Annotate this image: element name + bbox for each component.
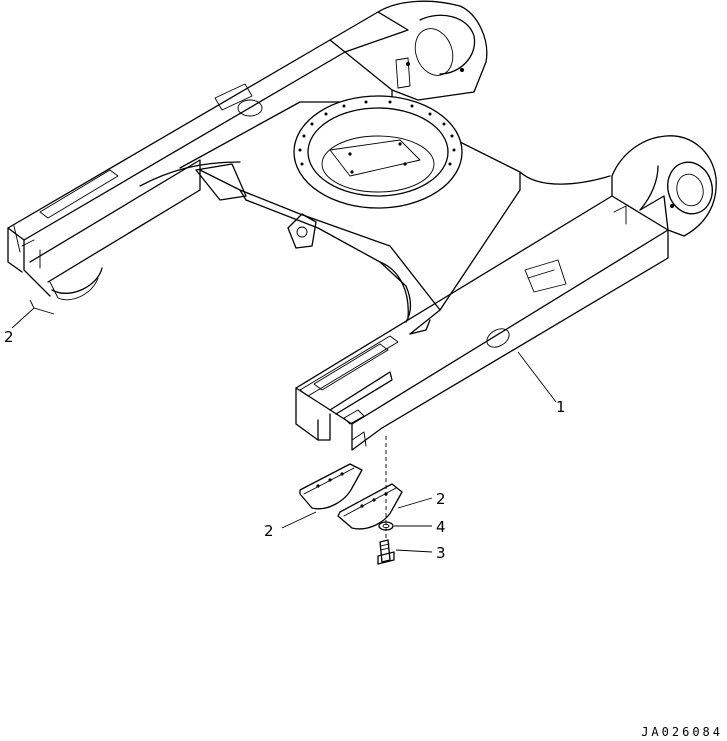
- leaders: [11, 299, 557, 553]
- callout-2-left: 2: [4, 328, 14, 346]
- lower-cover-part: [299, 463, 363, 510]
- center-frame: [179, 95, 611, 335]
- callout-4: 4: [436, 518, 446, 536]
- drawing-code: JA026084: [641, 725, 723, 739]
- right-side-frame: [295, 175, 669, 451]
- bolt-part: [377, 539, 395, 565]
- callout-2-right: 2: [436, 490, 446, 508]
- callout-1: 1: [556, 398, 566, 416]
- callout-labels: 2 1 2 2 4 3: [4, 328, 566, 562]
- swing-circle-bolt-holes: [298, 100, 456, 166]
- left-idler-bracket: [377, 0, 488, 101]
- right-idler-bracket: [611, 135, 717, 237]
- callout-2-lower: 2: [264, 522, 274, 540]
- callout-3: 3: [436, 544, 446, 562]
